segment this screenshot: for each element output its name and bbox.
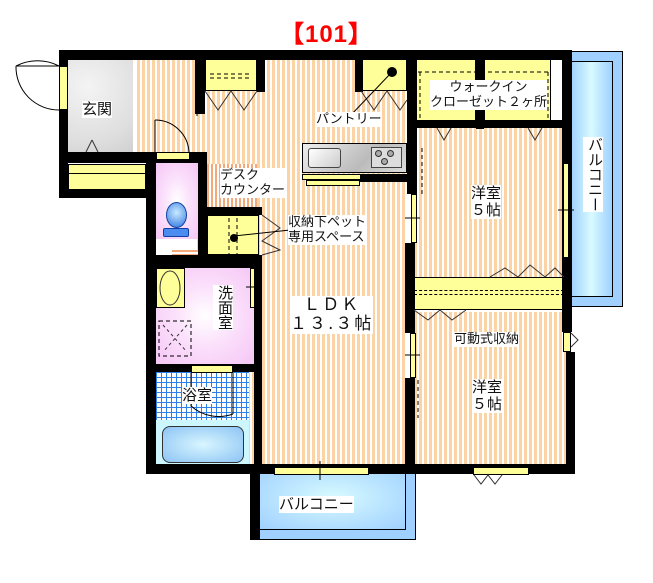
pantry-cabinet <box>361 59 407 91</box>
hall-door-frame <box>156 152 190 160</box>
wash-sliding-door <box>250 268 255 308</box>
entrance-shoe-cabinet <box>68 164 146 190</box>
wall-toilet-right <box>198 152 207 262</box>
room-label-balcony-right: バルコニー <box>583 137 604 212</box>
wall-bottom-wet <box>146 464 256 474</box>
shoe-cabinet-divider <box>68 173 146 174</box>
wall-closet-right <box>257 59 265 92</box>
movable-storage-line <box>414 290 564 291</box>
bathtub <box>162 426 244 463</box>
stove-burner <box>375 150 382 157</box>
wall-balcony-bottom-left <box>250 464 260 540</box>
wall-left-wet <box>146 152 156 474</box>
wall-hall-closet <box>195 59 205 114</box>
movable-storage-unit <box>414 277 564 310</box>
room-label-bathroom: 浴室 <box>182 386 213 404</box>
wall-wash-right <box>254 264 262 464</box>
hallway-floor <box>137 59 201 152</box>
bath-door <box>191 365 233 373</box>
room-label-entrance: 玄関 <box>82 100 113 118</box>
wall-pet-bottom <box>156 255 262 268</box>
window-room2-right <box>563 332 571 352</box>
room-label-western-room-1: 洋室 ５帖 <box>471 184 502 219</box>
wall-center-mid <box>405 243 415 333</box>
wall-top <box>59 50 572 60</box>
unit-number-title: 【101】 <box>279 21 374 48</box>
room-label-movable-storage: 可動式収納 <box>454 332 520 347</box>
kitchen-counter-edge-2 <box>306 180 360 186</box>
wall-wic-bottom <box>414 120 564 128</box>
kitchen-sink <box>308 148 341 168</box>
wall-entrance-floor <box>59 152 204 163</box>
room-label-desk-counter: デスク カウンター <box>220 168 286 198</box>
toilet-bowl <box>166 202 187 228</box>
window-room2-bottom <box>473 467 529 475</box>
room-label-ldk: ＬＤＫ １３.３帖 <box>290 295 374 334</box>
room-label-balcony-bottom: バルコニー <box>279 495 354 513</box>
wall-pantry-left <box>355 59 363 92</box>
wall-entrance-bottom <box>59 190 155 198</box>
movable-storage-line <box>414 294 564 295</box>
stove-burner <box>387 150 394 157</box>
balcony-door <box>274 467 369 475</box>
wall-pet-top <box>207 207 262 215</box>
room-label-washroom: 洗面室 <box>213 285 234 330</box>
wall-center-bottom <box>405 378 415 474</box>
entrance-window <box>59 66 68 110</box>
wall-right-bottom <box>566 352 575 474</box>
toilet-tank <box>163 228 189 237</box>
room-label-western-room-2: 洋室 ５帖 <box>472 378 503 413</box>
room-label-pet-space: 収納下ペット 専用スペース <box>288 215 367 245</box>
room-label-walk-in-closet: ウォークイン クローゼット２ヶ所 <box>430 80 548 110</box>
wall-left-entrance <box>59 50 68 190</box>
room-label-pantry: パントリー <box>316 112 382 127</box>
wall-kitchen-back <box>360 174 410 182</box>
stove-burner <box>381 158 388 165</box>
wall-center-top <box>407 50 417 194</box>
